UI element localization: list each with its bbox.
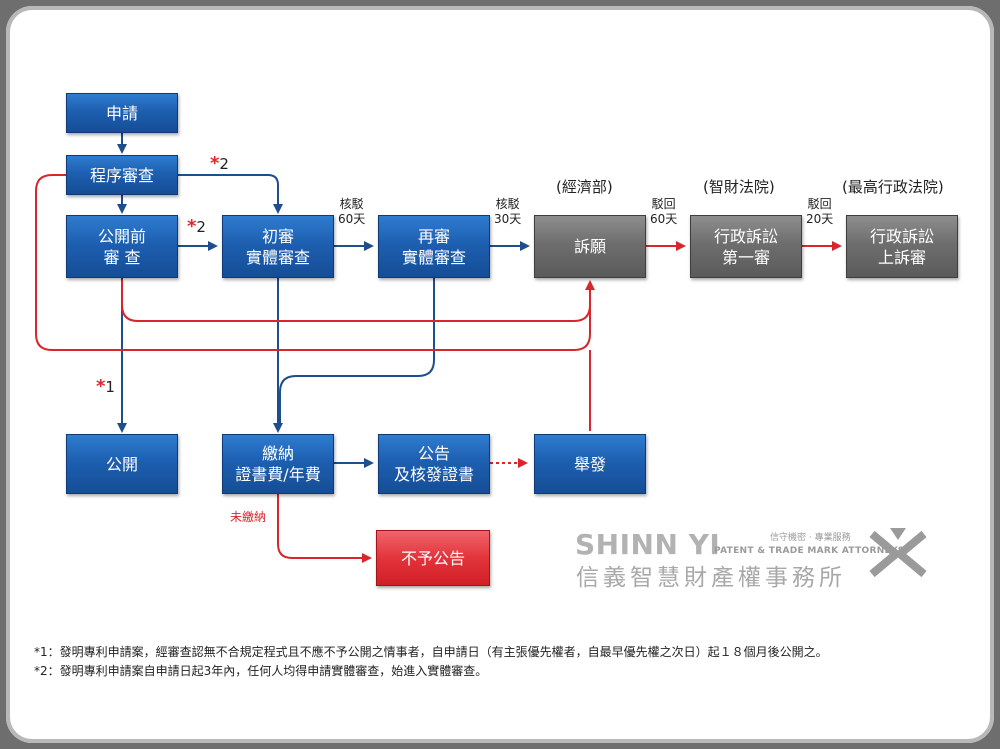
edge-label-dismiss-20: 駁回 20天 [806, 197, 834, 226]
formality-exam-box: 程序審查 [66, 155, 178, 195]
logo-tagline: 信守機密 · 專業服務 [770, 533, 851, 543]
first-substantive-exam-box: 初審 實體審查 [222, 215, 334, 278]
invalidation-box: 舉發 [534, 434, 646, 494]
arrow-re-exam-to-pay [279, 278, 435, 425]
court-label-ip-court: (智財法院) [703, 178, 775, 196]
footnote-marker-1: *1 [96, 376, 115, 397]
arrow-formality-to-first-exam [178, 174, 283, 214]
footnote-marker-2-mid: *2 [187, 216, 206, 237]
admin-litigation-appeal-box: 行政訴訟 上訴審 [846, 215, 958, 278]
re-exam-box: 再審 實體審查 [378, 215, 490, 278]
edge-label-dismiss-60: 駁回 60天 [650, 197, 678, 226]
footnote-2: *2：發明專利申請案自申請日起3年內，任何人均得申請實體審查，始進入實體審查。 [34, 664, 488, 678]
pay-fees-box: 繳納 證書費/年費 [222, 434, 334, 494]
edge-label-unpaid: 未繳納 [230, 510, 267, 524]
court-label-supreme-admin: (最高行政法院) [842, 178, 944, 196]
arrow-formality-to-appeal [35, 174, 595, 351]
appeal-box: 訴願 [534, 215, 646, 278]
arrow-prepub-to-appeal [121, 280, 591, 322]
edge-label-reject-60: 核駁 60天 [338, 197, 366, 226]
footnote-1: *1：發明專利申請案，經審查認無不合規定程式且不應不予公開之情事者，自申請日（有… [34, 645, 828, 659]
court-label-moea: (經濟部) [556, 178, 613, 196]
no-announcement-box: 不予公告 [376, 530, 490, 586]
publish-box: 公開 [66, 434, 178, 494]
logo-english-name: SHINN YI [575, 528, 721, 561]
apply-box: 申請 [66, 93, 178, 133]
arrow-unpaid-to-no-announce [277, 494, 372, 563]
admin-litigation-first-box: 行政訴訟 第一審 [690, 215, 802, 278]
logo-subtitle: PATENT & TRADE MARK ATTORNEYS [714, 546, 905, 556]
edge-label-reject-30: 核駁 30天 [494, 197, 522, 226]
announce-issue-box: 公告 及核發證書 [378, 434, 490, 494]
logo-chinese-name: 信義智慧財產權事務所 [576, 565, 846, 591]
logo-mark-icon [869, 528, 927, 578]
pre-publication-exam-box: 公開前 審 查 [66, 215, 178, 278]
footnote-marker-2-top: *2 [210, 153, 229, 174]
